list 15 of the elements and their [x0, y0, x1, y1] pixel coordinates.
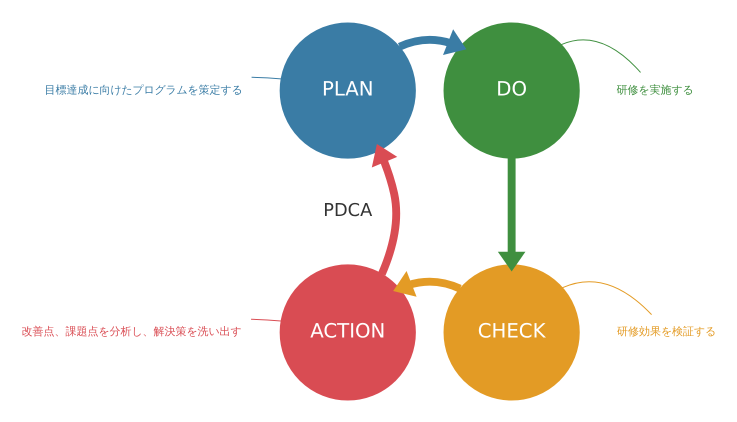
node-text: 改善点、課題点を分析し、解決策を洗い出す	[22, 324, 242, 338]
node-text: 目標達成に向けたプログラムを策定する	[44, 82, 242, 96]
arrow	[393, 270, 462, 296]
arrow	[372, 143, 400, 275]
arrow	[498, 158, 526, 271]
arrow	[398, 28, 466, 54]
node-text: 研修を実施する	[616, 82, 694, 96]
node-circle: CHECK	[444, 264, 580, 400]
node-text: 研修効果を検証する	[617, 324, 716, 338]
connector	[560, 38, 642, 72]
connector	[562, 280, 652, 315]
connector	[251, 76, 282, 79]
node-circle: PLAN	[280, 22, 416, 158]
label: PDCA	[323, 200, 372, 220]
connector	[250, 318, 282, 322]
